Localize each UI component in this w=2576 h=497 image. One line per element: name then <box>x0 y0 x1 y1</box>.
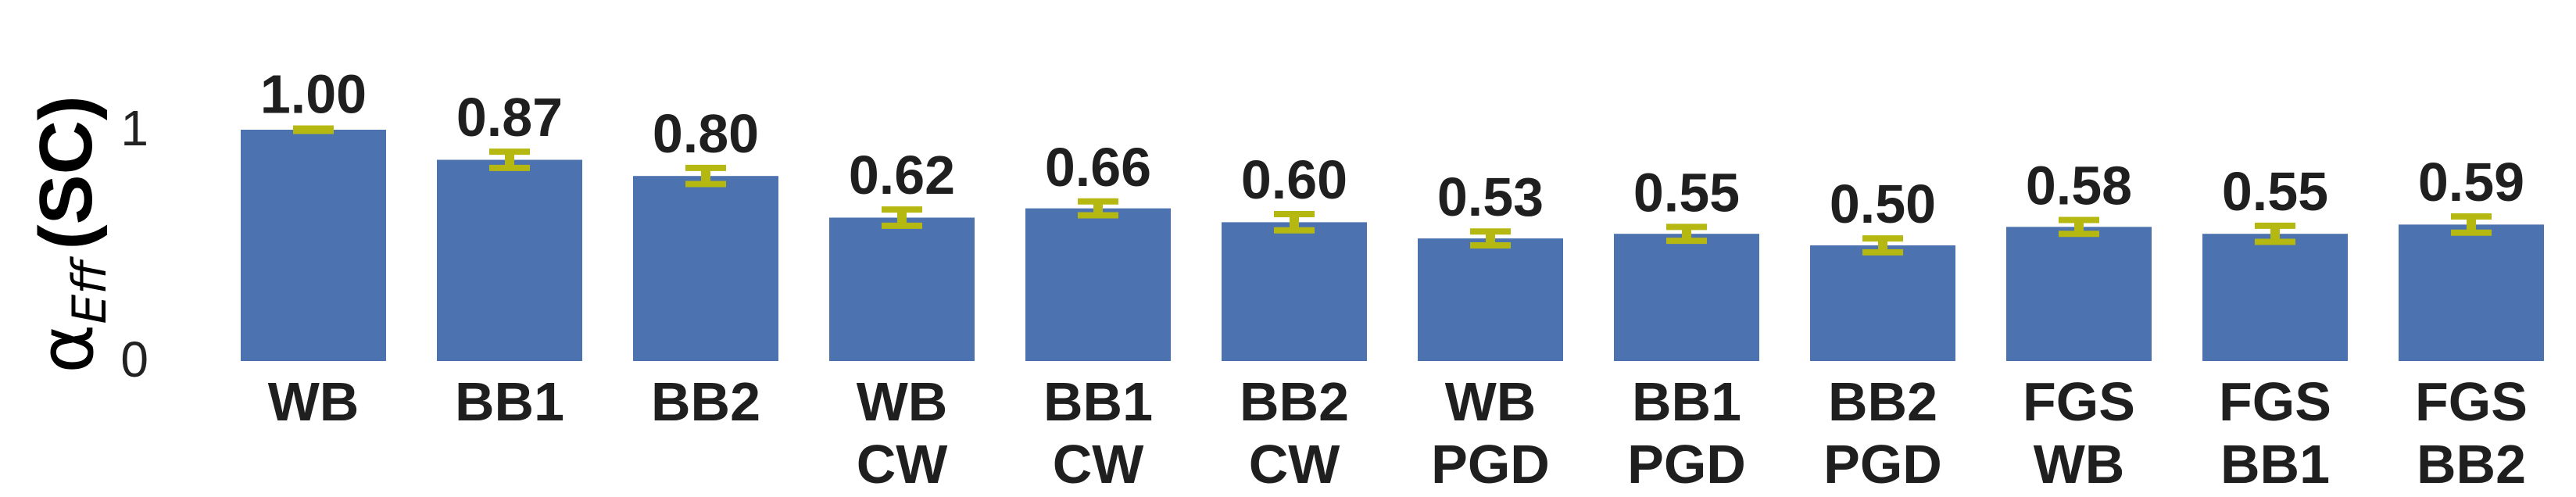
bar <box>1418 238 1563 361</box>
x-tick-label: BB1 <box>455 371 564 432</box>
bar <box>2399 224 2544 361</box>
bar <box>1810 245 1955 361</box>
bar <box>241 130 386 361</box>
y-axis-label: αEff (SC) <box>23 95 116 374</box>
value-label: 0.58 <box>2026 155 2132 216</box>
error-bar <box>1274 211 1315 234</box>
value-label: 1.00 <box>260 64 367 125</box>
x-tick-label: WB <box>268 371 360 432</box>
error-bar <box>1078 198 1118 219</box>
y-axis-label-suffix: (SC) <box>24 95 108 249</box>
bar <box>1222 222 1367 361</box>
bars <box>241 130 2544 362</box>
value-label: 0.50 <box>1830 173 1936 234</box>
error-bar <box>2451 213 2492 236</box>
bar <box>2006 227 2152 361</box>
error-bar <box>1862 235 1903 256</box>
error-bar <box>2059 216 2099 238</box>
svg-text:αEff(SC): αEff (SC) <box>23 95 116 374</box>
value-label: 0.87 <box>456 87 563 148</box>
y-ticks: 01 <box>120 100 148 388</box>
error-bar <box>685 164 726 188</box>
value-label: 0.66 <box>1045 137 1151 198</box>
value-label: 0.55 <box>2222 161 2328 222</box>
bar <box>2202 234 2348 361</box>
value-label: 0.80 <box>653 103 759 164</box>
error-bars <box>293 125 2492 256</box>
y-axis-label-subscript: Eff <box>63 256 117 324</box>
error-bar <box>2255 222 2295 245</box>
error-bar <box>1470 228 1511 248</box>
error-bar <box>1666 223 1707 245</box>
value-label: 0.60 <box>1241 149 1347 210</box>
bar <box>437 159 582 362</box>
error-bar <box>293 125 334 134</box>
x-tick-label: BB2 <box>651 371 760 432</box>
value-label: 0.55 <box>1633 162 1740 223</box>
error-bar <box>882 206 922 229</box>
bar <box>1614 234 1759 361</box>
value-label: 0.62 <box>849 145 955 206</box>
y-tick-label: 0 <box>120 331 148 388</box>
y-axis-label-symbol: α <box>23 324 110 374</box>
y-tick-label: 1 <box>120 100 148 156</box>
value-label: 0.59 <box>2418 152 2524 213</box>
value-labels: 1.00 0.87 0.80 0.62 0.66 0.60 0.53 0.55 0.50 0.58… <box>260 64 2524 235</box>
bar <box>829 217 975 361</box>
value-label: 0.53 <box>1437 166 1544 227</box>
error-bar <box>489 148 530 171</box>
bar <box>1025 208 1171 361</box>
bar <box>633 176 778 361</box>
